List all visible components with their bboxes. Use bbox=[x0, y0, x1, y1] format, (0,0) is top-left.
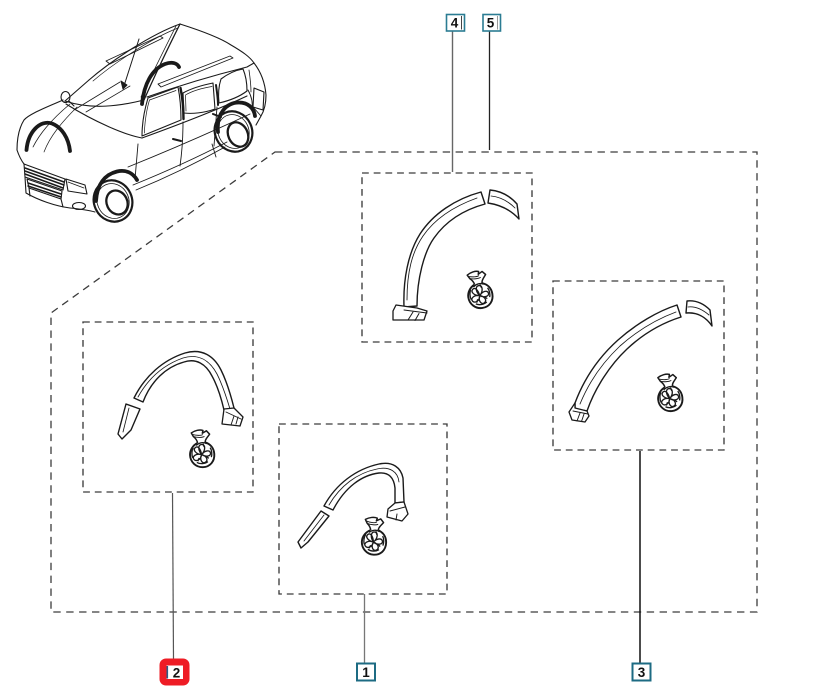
svg-text:3: 3 bbox=[638, 665, 646, 680]
svg-text:5: 5 bbox=[487, 16, 495, 31]
svg-text:2: 2 bbox=[173, 666, 181, 681]
svg-text:4: 4 bbox=[451, 16, 459, 31]
svg-text:1: 1 bbox=[362, 665, 370, 680]
